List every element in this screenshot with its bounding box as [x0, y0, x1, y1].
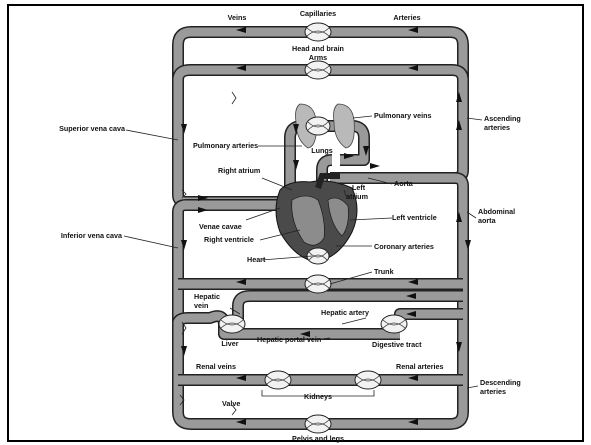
label-right-atrium: Right atrium — [218, 166, 260, 175]
label-pulmonary-veins: Pulmonary veins — [374, 111, 432, 120]
label-descending-arteries-1: Descending — [480, 378, 521, 387]
label-pulmonary-arteries: Pulmonary arteries — [193, 141, 258, 150]
label-hepatic-vein-1: Hepatic — [194, 292, 220, 301]
label-left-atrium-2: atrium — [346, 192, 368, 201]
capillary-trunk — [304, 274, 332, 294]
capillary-lungs — [305, 116, 331, 136]
capillary-arms — [304, 60, 332, 80]
label-ascending-arteries-2: arteries — [484, 123, 510, 132]
label-renal-veins: Renal veins — [196, 362, 236, 371]
label-heart: Heart — [247, 255, 266, 264]
capillary-liver — [218, 314, 246, 334]
label-hepatic-portal-vein: Hepatic portal vein — [257, 335, 321, 344]
label-left-ventricle: Left ventricle — [392, 213, 437, 222]
label-superior-vena-cava: Superior vena cava — [59, 124, 126, 133]
label-capillaries: Capillaries — [300, 9, 336, 18]
label-aorta: Aorta — [394, 179, 414, 188]
capillary-head — [304, 22, 332, 42]
label-veins: Veins — [228, 13, 247, 22]
label-abdominal-aorta-1: Abdominal — [478, 207, 515, 216]
heart-shape — [275, 173, 358, 263]
label-inferior-vena-cava: Inferior vena cava — [61, 231, 123, 240]
label-valve: Valve — [222, 399, 240, 408]
capillary-digestive — [380, 314, 408, 334]
label-arms: Arms — [309, 53, 327, 62]
label-venae-cavae: Venae cavae — [199, 222, 242, 231]
capillary-kidney-left — [264, 370, 292, 390]
figure-border — [7, 4, 584, 442]
label-lungs: Lungs — [311, 146, 333, 155]
label-head-and-brain: Head and brain — [292, 44, 344, 53]
label-right-ventricle: Right ventricle — [204, 235, 254, 244]
labels: Veins Capillaries Arteries Head and brai… — [59, 9, 521, 443]
label-kidneys: Kidneys — [304, 392, 332, 401]
label-left-atrium-1: Left — [352, 183, 366, 192]
valves — [179, 91, 237, 416]
flow-arrows — [181, 27, 471, 425]
capillary-kidney-right — [354, 370, 382, 390]
label-descending-arteries-2: arteries — [480, 387, 506, 396]
label-ascending-arteries-1: Ascending — [484, 114, 521, 123]
label-digestive-tract: Digestive tract — [372, 340, 422, 349]
label-abdominal-aorta-2: aorta — [478, 216, 497, 225]
label-renal-arteries: Renal arteries — [396, 362, 444, 371]
label-hepatic-artery: Hepatic artery — [321, 308, 369, 317]
leader-lines — [123, 115, 483, 397]
capillary-pelvis — [304, 414, 332, 434]
label-liver: Liver — [221, 339, 238, 348]
label-coronary-arteries: Coronary arteries — [374, 242, 434, 251]
label-pelvis-and-legs: Pelvis and legs — [292, 434, 344, 443]
label-hepatic-vein-2: vein — [194, 301, 208, 310]
label-trunk: Trunk — [374, 267, 394, 276]
label-arteries: Arteries — [393, 13, 420, 22]
